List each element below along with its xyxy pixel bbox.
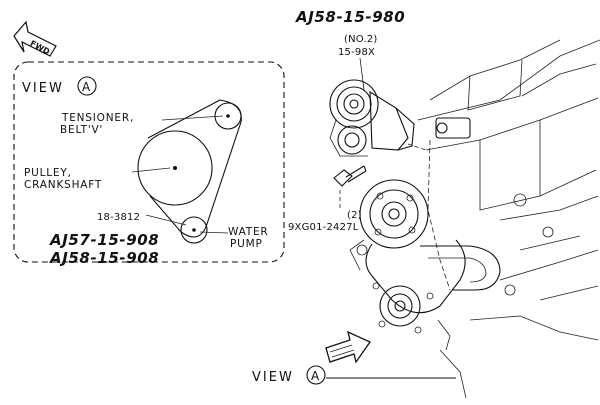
assembly-number-1: AJ57-15-908 <box>49 231 159 249</box>
water-pump-leader <box>199 231 229 234</box>
tensioner-no-callout: (NO.2) <box>344 34 378 45</box>
crankshaft-center-dot <box>173 166 177 170</box>
dashed-frame <box>13 61 285 263</box>
engine-block-sketch <box>417 39 600 399</box>
view-a-detail-box: VIEW A TENSIONER, BELT'V' PULLEY, CRANKS… <box>13 61 285 267</box>
water-pump-assembly-icon <box>349 179 501 351</box>
view-circle-icon <box>77 76 97 96</box>
view-arrow-circle-icon <box>306 365 326 385</box>
bolt-qty: (2) <box>347 210 362 221</box>
fwd-arrow-icon: FWD <box>13 20 57 57</box>
bolt-icon <box>333 165 367 187</box>
belt-routing-diagram <box>131 99 242 244</box>
tensioner-label-line1: TENSIONER, <box>61 112 134 124</box>
crankshaft-label-line2: CRANKSHAFT <box>24 179 102 191</box>
water-pump-label-line2: PUMP <box>230 238 263 250</box>
crankshaft-label-line1: PULLEY, <box>24 167 72 179</box>
assembly-number: AJ58-15-980 <box>295 8 405 26</box>
tensioner-mount-dash <box>407 143 427 151</box>
view-direction-arrow-icon <box>325 330 371 364</box>
view-title: VIEW <box>22 81 64 96</box>
tensioner-label-line2: BELT'V' <box>60 124 103 136</box>
crankshaft-pulley-icon <box>137 130 213 206</box>
belt-leader <box>145 214 187 226</box>
tensioner-callout-leader <box>359 57 365 91</box>
tensioner-leader <box>161 115 224 121</box>
water-pump-label-line1: WATER <box>228 226 269 238</box>
belt-part-number: 18-3812 <box>97 212 140 223</box>
tensioner-part-number: 15-98X <box>338 47 375 58</box>
view-arrow-label: VIEW <box>252 370 294 385</box>
crankshaft-leader <box>131 167 171 173</box>
tensioner-assembly-icon <box>329 79 415 157</box>
tensioner-center-dot <box>226 114 230 118</box>
bolt-part-number: 9XG01-2427L <box>288 222 359 233</box>
view-circle-letter: A <box>82 80 91 94</box>
water-pump-center-dot <box>192 228 196 232</box>
water-pump-pulley-icon <box>180 216 208 244</box>
belt-path <box>147 99 242 238</box>
view-arrow-circle-letter: A <box>311 369 320 383</box>
assembly-number-2: AJ58-15-908 <box>49 249 159 267</box>
